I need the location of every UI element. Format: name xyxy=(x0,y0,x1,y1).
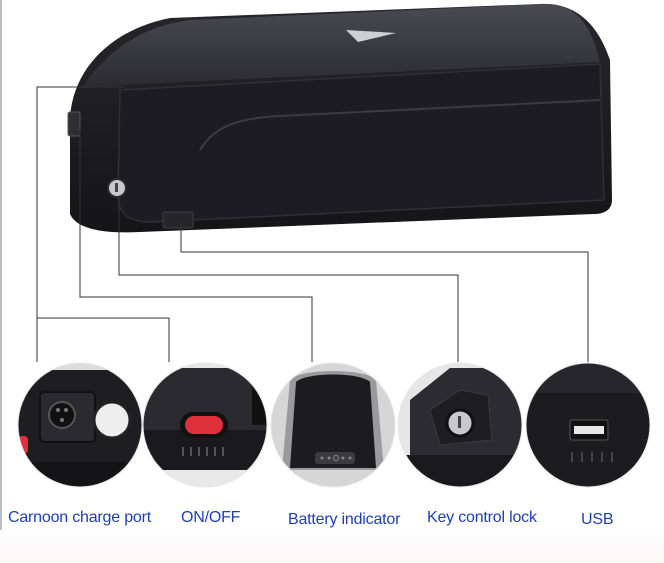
detail-battery-indicator xyxy=(271,363,395,487)
front-indicator-icon xyxy=(67,111,81,137)
usb-cover-icon xyxy=(162,211,194,229)
detail-on-off xyxy=(143,363,267,487)
detail-usb xyxy=(526,363,650,487)
label-usb: USB xyxy=(581,511,614,528)
label-key-control-lock: Key control lock xyxy=(427,509,537,526)
label-charge-port: Carnoon charge port xyxy=(8,509,151,526)
winged-logo-icon xyxy=(346,30,396,42)
left-border xyxy=(0,0,2,563)
detail-charge-port xyxy=(18,363,142,487)
detail-key-lock xyxy=(398,363,522,487)
label-battery-indicator: Battery indicator xyxy=(288,511,401,528)
leader-lines xyxy=(36,86,589,362)
power-switch-icon xyxy=(185,416,223,434)
led-indicator-icon xyxy=(315,452,355,464)
floor-shadow xyxy=(0,530,664,563)
label-on-off: ON/OFF xyxy=(181,509,241,526)
battery-body xyxy=(67,3,612,233)
